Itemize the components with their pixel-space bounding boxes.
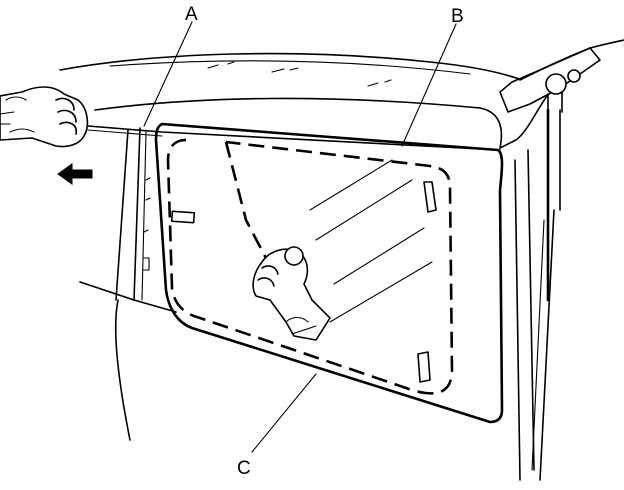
- callout-c-label: C: [237, 458, 251, 479]
- leader-lines: [143, 21, 457, 453]
- vehicle-body: [59, 39, 624, 481]
- callout-a-label: A: [185, 4, 198, 25]
- pull-left-arrow-icon: [57, 163, 93, 185]
- clip-outline: [166, 138, 454, 395]
- callout-b-label: B: [451, 6, 464, 27]
- pull-strap: [87, 125, 501, 151]
- clip-tabs: [170, 181, 437, 383]
- trim-panel: [154, 122, 504, 424]
- right-hand-icon: [252, 246, 331, 341]
- left-hand-icon: [0, 86, 89, 148]
